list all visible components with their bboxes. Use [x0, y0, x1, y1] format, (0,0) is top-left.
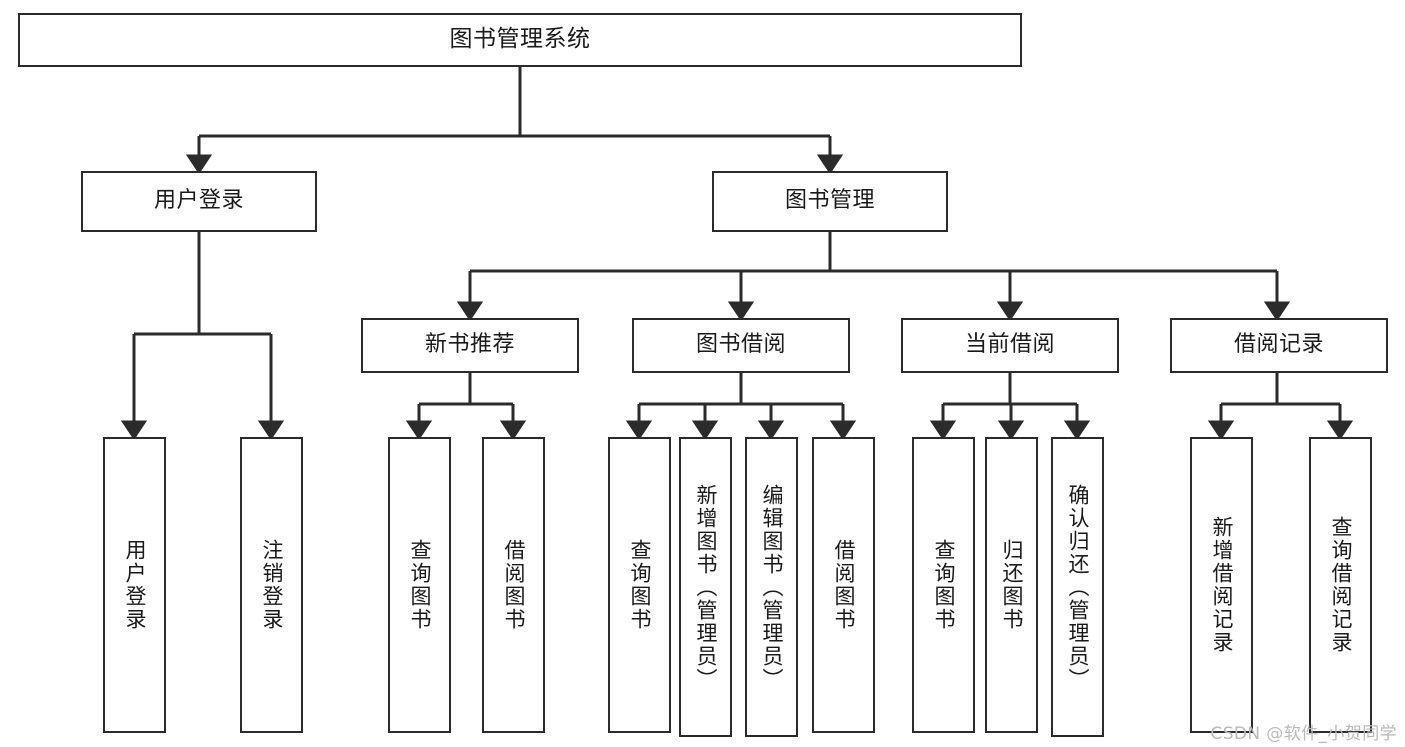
node-leaf-user-login[interactable]: 用户登录 — [103, 437, 166, 733]
node-user-login[interactable]: 用户登录 — [81, 171, 317, 232]
node-leaf-borrow-book-2[interactable]: 借阅图书 — [812, 437, 875, 733]
node-current-borrow[interactable]: 当前借阅 — [901, 318, 1119, 373]
csdn-watermark: CSDN @软件_小贺同学 — [1210, 724, 1397, 744]
node-leaf-return-book[interactable]: 归还图书 — [985, 437, 1038, 733]
node-leaf-add-book-admin[interactable]: 新增图书（管理员） — [679, 437, 732, 737]
node-leaf-query-book-2[interactable]: 查询图书 — [608, 437, 671, 733]
node-leaf-user-logout[interactable]: 注销登录 — [240, 437, 303, 733]
node-root[interactable]: 图书管理系统 — [18, 13, 1022, 67]
node-leaf-query-borrow-record[interactable]: 查询借阅记录 — [1309, 437, 1372, 733]
node-book-borrow[interactable]: 图书借阅 — [632, 318, 850, 373]
node-leaf-borrow-book-1[interactable]: 借阅图书 — [482, 437, 545, 733]
node-book-manage[interactable]: 图书管理 — [712, 171, 948, 232]
node-borrow-record[interactable]: 借阅记录 — [1170, 318, 1388, 373]
node-new-book-recommend[interactable]: 新书推荐 — [361, 318, 579, 373]
node-leaf-confirm-return-admin[interactable]: 确认归还（管理员） — [1051, 437, 1104, 737]
node-leaf-query-book-1[interactable]: 查询图书 — [388, 437, 451, 733]
node-leaf-edit-book-admin[interactable]: 编辑图书（管理员） — [745, 437, 798, 737]
node-leaf-query-book-3[interactable]: 查询图书 — [912, 437, 975, 733]
node-leaf-add-borrow-record[interactable]: 新增借阅记录 — [1190, 437, 1253, 733]
